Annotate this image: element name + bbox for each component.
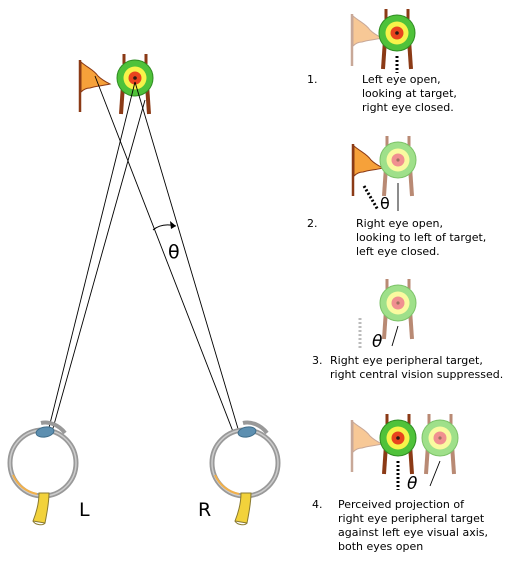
step-text-line: Right eye open, bbox=[356, 217, 443, 230]
step-2: θ 2. Right eye open, looking to left of … bbox=[307, 134, 486, 258]
right-eye-label: R bbox=[198, 499, 211, 521]
angle-arrow-icon bbox=[170, 221, 176, 229]
theta-label: θ bbox=[380, 194, 390, 213]
target-faded-icon bbox=[420, 412, 460, 476]
step-text-line: left eye closed. bbox=[356, 245, 440, 258]
step-text-line: right eye closed. bbox=[362, 101, 454, 114]
step-number: 2. bbox=[307, 217, 318, 230]
step-number: 1. bbox=[307, 73, 318, 86]
step-text-line: Right eye peripheral target, bbox=[330, 354, 483, 367]
left-eye-label: L bbox=[79, 499, 90, 521]
step-text-line: looking to left of target, bbox=[356, 231, 486, 244]
flag-icon bbox=[351, 142, 385, 198]
main-diagram: θ L R bbox=[10, 52, 278, 525]
right-eye-target-line bbox=[134, 81, 259, 497]
step-text-line: both eyes open bbox=[338, 540, 423, 553]
step-number: 4. bbox=[312, 498, 323, 511]
step-text-line: right central vision suppressed. bbox=[330, 368, 503, 381]
theta-label: θ bbox=[168, 241, 180, 263]
left-eye-icon bbox=[10, 422, 76, 524]
step-3: θ 3. Right eye peripheral target, right … bbox=[312, 277, 503, 381]
right-eye-flag-line bbox=[94, 75, 259, 497]
step-text-line: Perceived projection of bbox=[338, 498, 465, 511]
axis-line bbox=[429, 460, 441, 487]
step-text-line: looking at target, bbox=[362, 87, 457, 100]
axis-line bbox=[391, 325, 399, 347]
step-text-line: against left eye visual axis, bbox=[338, 526, 488, 539]
target-icon bbox=[115, 52, 155, 116]
target-faded-icon bbox=[378, 277, 418, 341]
step-text-line: Left eye open, bbox=[362, 73, 441, 86]
theta-label: θ bbox=[407, 474, 418, 494]
step-1: 1. Left eye open, looking at target, rig… bbox=[307, 7, 457, 114]
flag-faded-icon bbox=[350, 418, 384, 474]
right-eye-icon bbox=[212, 422, 278, 524]
step-4: θ 4. Perceived projection of right eye p… bbox=[312, 412, 488, 553]
step-text-line: right eye peripheral target bbox=[338, 512, 485, 525]
flag-faded-icon bbox=[350, 12, 384, 68]
theta-label: θ bbox=[372, 332, 383, 352]
step-number: 3. bbox=[312, 354, 323, 367]
sight-line bbox=[362, 185, 380, 211]
